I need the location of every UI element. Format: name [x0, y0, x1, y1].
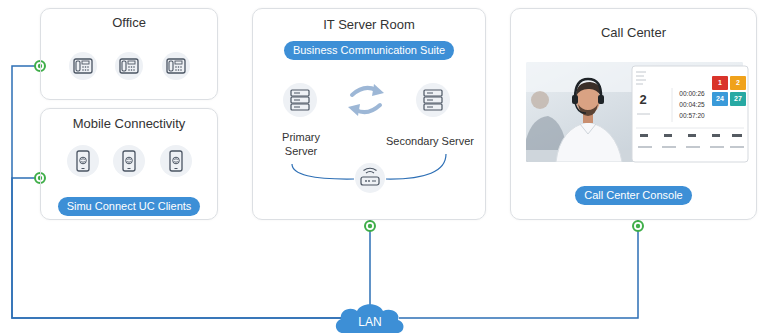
server-icon — [283, 83, 317, 117]
server-icon — [283, 83, 450, 117]
console-screen — [662, 146, 676, 148]
port-dot — [636, 224, 640, 228]
server-link-wire — [292, 164, 354, 179]
cloud-shape — [336, 304, 404, 333]
port-dot — [365, 221, 375, 231]
port-dot — [633, 221, 643, 231]
pill-text: Simu Connect UC Clients — [67, 197, 192, 216]
console-screen — [686, 146, 700, 148]
sync-arrows — [348, 84, 384, 116]
desk-phone-icon — [115, 52, 143, 80]
mobile-phone-icon — [67, 145, 99, 177]
server-caption: Secondary Server — [375, 134, 485, 148]
call-center-photo — [578, 104, 598, 116]
console-screen — [672, 88, 673, 122]
console-screen — [638, 146, 652, 148]
zone-box: IT Server RoomBusiness Communication Sui… — [252, 8, 486, 220]
queue-count: 2 — [636, 92, 650, 108]
server-link-wire — [386, 154, 446, 179]
mobile-phone-icon — [160, 145, 192, 177]
call-center-photo — [598, 95, 604, 104]
server-icon — [416, 83, 450, 117]
console-screen — [632, 66, 748, 162]
call-center-photo — [575, 103, 586, 113]
status-tile: 27 — [730, 92, 746, 106]
desk-phone-icon — [69, 52, 190, 80]
console-screen — [632, 66, 748, 162]
pill-text: Call Center Console — [584, 186, 682, 205]
zone-box: Call CenterCall Center Console — [510, 8, 757, 220]
console-screen — [688, 134, 696, 137]
pill-text: Business Communication Suite — [293, 41, 445, 60]
call-center-photo — [531, 91, 549, 109]
wait-time: 00:04:25 — [676, 101, 708, 109]
console-screen — [732, 134, 742, 137]
lan-link — [399, 220, 638, 318]
console-screen — [712, 134, 720, 137]
lan-cloud: LAN — [333, 300, 407, 334]
pill-label: Business Communication Suite — [284, 41, 454, 60]
status-tile: 2 — [730, 76, 746, 90]
console-screen — [640, 134, 648, 137]
call-center-photo — [580, 124, 596, 134]
port-dot — [368, 224, 372, 228]
port-dot — [633, 221, 643, 231]
zone-title: Call Center — [601, 25, 666, 41]
call-center-photo — [572, 95, 578, 104]
router-icon — [355, 163, 385, 193]
console-screen — [636, 84, 643, 85]
sync-arrows — [348, 104, 360, 116]
port-dot — [365, 221, 375, 231]
router-icon — [355, 163, 385, 193]
console-screen — [664, 134, 672, 137]
lan-link — [12, 178, 341, 318]
zone-title: IT Server Room — [323, 17, 415, 33]
desk-phone-icon — [69, 52, 97, 80]
pill-label: Call Center Console — [575, 186, 691, 205]
call-center-photo — [556, 122, 622, 162]
console-screen — [730, 146, 744, 148]
console-screen — [710, 146, 724, 148]
sync-arrows — [372, 84, 384, 96]
zone-box: Mobile ConnectivitySimu Connect UC Clien… — [40, 108, 218, 220]
console-screen — [636, 80, 646, 81]
mobile-phone-icon — [113, 145, 145, 177]
zone-title: Office — [112, 15, 146, 31]
wait-time: 00:57:20 — [676, 112, 708, 120]
desk-phone-icon — [162, 52, 190, 80]
status-tile: 24 — [712, 92, 728, 106]
pill-label: Simu Connect UC Clients — [58, 197, 201, 216]
cloud-text: LAN — [358, 315, 381, 329]
console-screen — [636, 76, 644, 77]
console-screen — [636, 128, 744, 129]
call-center-photo — [575, 79, 601, 98]
console-screen — [637, 114, 650, 115]
zone-title: Mobile Connectivity — [73, 116, 186, 132]
mobile-phone-icon — [67, 145, 192, 177]
console-screen — [636, 72, 646, 73]
wait-time: 00:00:26 — [676, 90, 708, 98]
status-tile: 1 — [712, 76, 728, 90]
zone-box: Office — [40, 8, 218, 100]
lan-link — [369, 220, 371, 305]
lan-link — [12, 66, 341, 318]
server-caption: Primary Server — [270, 130, 332, 158]
